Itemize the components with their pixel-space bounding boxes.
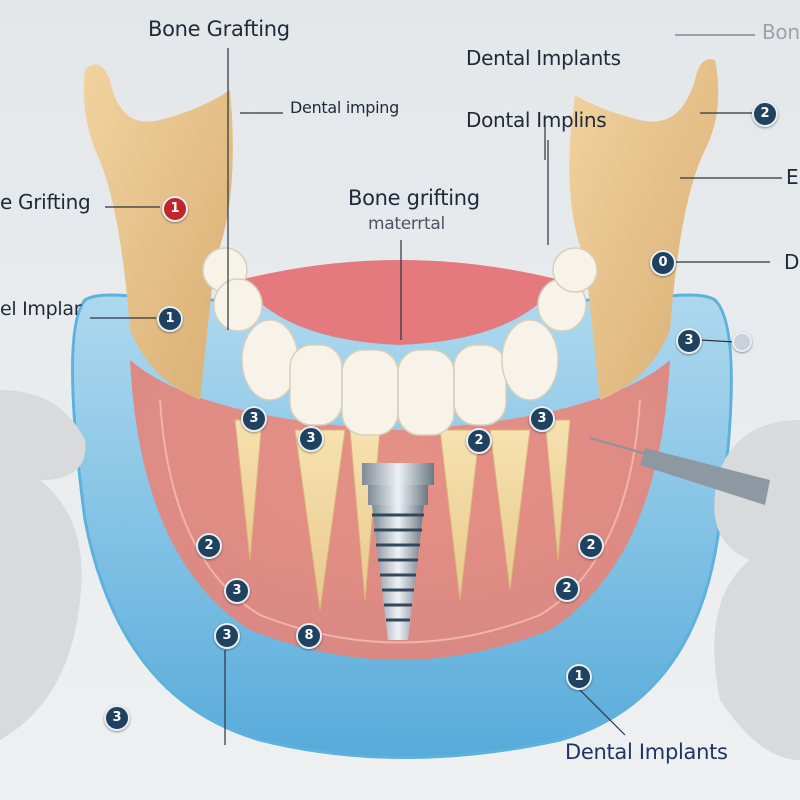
label-dental-implants-top: Dental Implants [466,46,621,70]
marker-badge: 3 [529,406,555,432]
marker-badge: 3 [214,623,240,649]
label-bone-grifting: Bone grifting [348,186,480,210]
jaw-bone-right [569,59,719,401]
label-bone-grafting: Bone Grafting [148,17,290,41]
marker-badge: 1 [162,196,188,222]
label-dental-implants-bottom: Dental Implants [565,740,728,764]
marker-badge: 3 [298,426,324,452]
marker-badge: 2 [578,533,604,559]
teeth-crowns [202,247,598,436]
marker-dot [732,332,752,352]
marker-badge: 2 [466,428,492,454]
left-glove [0,390,86,740]
marker-badge: 0 [650,250,676,276]
dental-probe-tool [589,437,770,505]
marker-badge: 3 [104,705,130,731]
marker-badge: 8 [296,623,322,649]
label-materrtal: materrtal [368,214,445,234]
marker-badge: 3 [224,578,250,604]
label-right-e: E [786,165,799,189]
label-bon-faded: Bon [762,20,800,44]
marker-badge: 2 [554,576,580,602]
label-grifting-left: e Grifting [0,190,91,214]
right-glove [714,420,800,760]
marker-badge: 3 [241,406,267,432]
label-right-d: D [784,250,800,274]
label-implar-left: el Implar [0,298,82,320]
leader-lines [90,34,782,745]
label-dental-imping: Dental imping [290,98,399,117]
label-dontal-implins: Dontal Implins [466,108,607,132]
tongue [240,260,560,345]
marker-badge: 2 [752,101,778,127]
marker-badge: 3 [676,328,702,354]
jaw-bone-left [83,64,233,400]
marker-badge: 1 [157,306,183,332]
marker-badge: 1 [566,664,592,690]
dental-implant [362,463,434,640]
marker-badge: 2 [196,533,222,559]
